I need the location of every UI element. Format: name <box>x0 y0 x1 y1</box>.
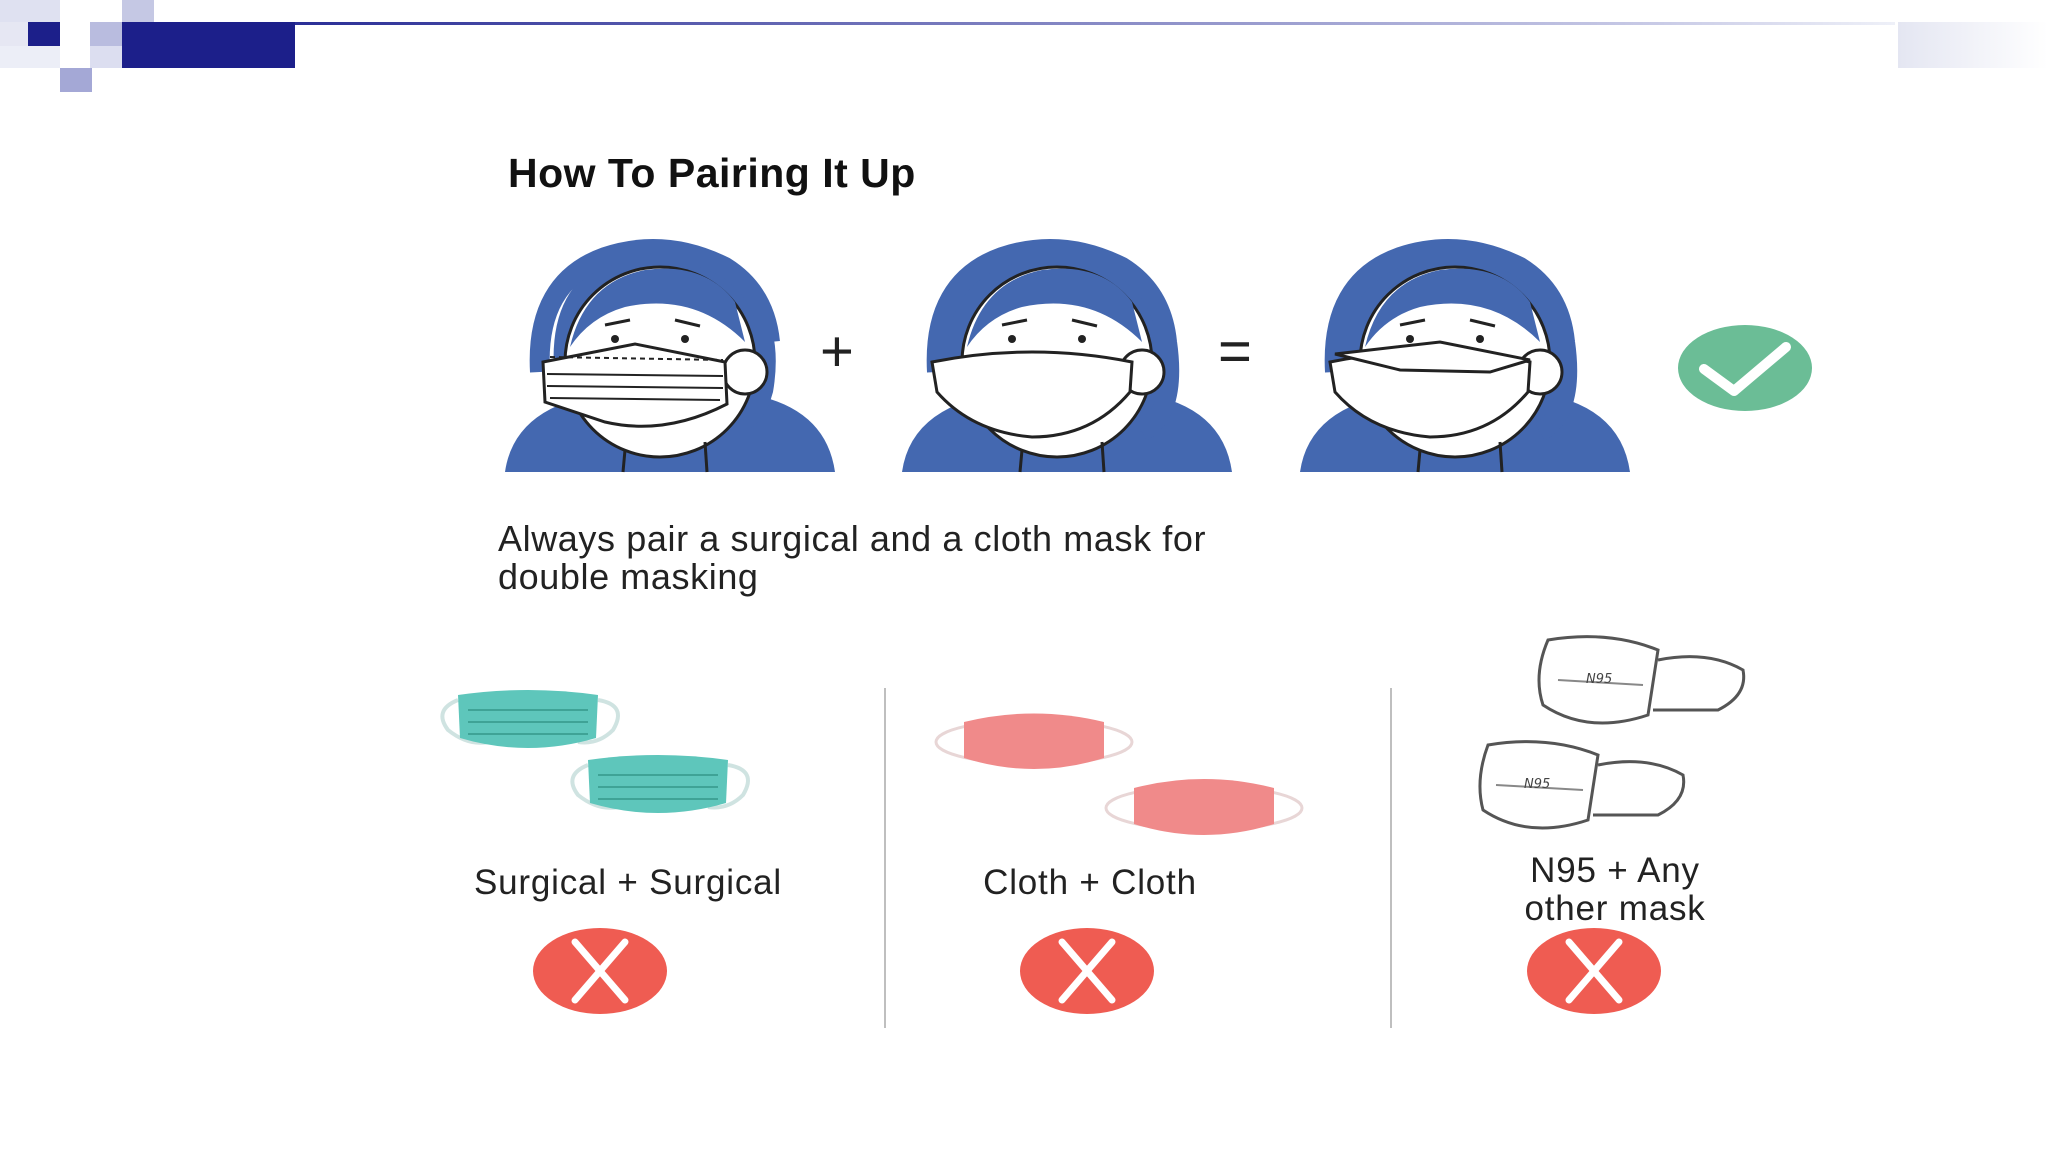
header-square <box>60 68 92 92</box>
header-rule <box>295 22 1895 25</box>
header-square <box>0 22 28 46</box>
person-surgical-mask-illustration <box>505 239 835 473</box>
equals-sign: = <box>1218 319 1252 384</box>
n95-masks-illustration: N95 N95 <box>1478 635 1746 830</box>
column-divider <box>884 688 886 1028</box>
n95-mask-text: N95 <box>1586 672 1612 687</box>
wrong-badge-cloth <box>1020 928 1154 1014</box>
cloth-masks-illustration <box>934 713 1304 835</box>
header-fade-block <box>1898 22 2048 68</box>
header-square <box>60 22 90 46</box>
slide-header-decoration <box>0 0 2048 95</box>
x-mark-icon <box>1565 938 1623 1004</box>
header-square <box>122 0 154 22</box>
x-mark-icon <box>1058 938 1116 1004</box>
pair-label-n95-line-2: other mask <box>1524 889 1706 928</box>
pair-label-n95-any: N95 + Any other mask <box>1450 852 1780 928</box>
wrong-badge-surgical <box>533 928 667 1014</box>
header-square <box>0 46 60 68</box>
wrong-badge-n95 <box>1527 928 1661 1014</box>
instruction-caption: Always pair a surgical and a cloth mask … <box>498 520 1478 596</box>
header-square <box>60 0 122 22</box>
person-double-mask-illustration <box>1300 239 1630 473</box>
column-divider <box>1390 688 1392 1028</box>
n95-mask-text: N95 <box>1524 777 1550 792</box>
person-cloth-mask-illustration <box>902 239 1232 473</box>
pair-label-n95-line-1: N95 + Any <box>1530 851 1700 890</box>
header-square <box>90 22 122 46</box>
caption-line-1: Always pair a surgical and a cloth mask … <box>498 518 1207 559</box>
caption-line-2: double masking <box>498 556 759 597</box>
correct-badge <box>1678 325 1812 411</box>
surgical-masks-illustration <box>440 690 750 813</box>
plus-sign: + <box>820 319 854 384</box>
header-square <box>0 0 60 22</box>
header-square <box>28 22 60 46</box>
slide-title: How To Pairing It Up <box>508 150 916 196</box>
header-square <box>90 46 122 68</box>
pair-label-surgical-surgical: Surgical + Surgical <box>474 863 782 902</box>
header-square <box>122 22 295 68</box>
x-mark-icon <box>571 938 629 1004</box>
checkmark-icon <box>1699 342 1791 396</box>
pair-label-cloth-cloth: Cloth + Cloth <box>983 863 1197 902</box>
